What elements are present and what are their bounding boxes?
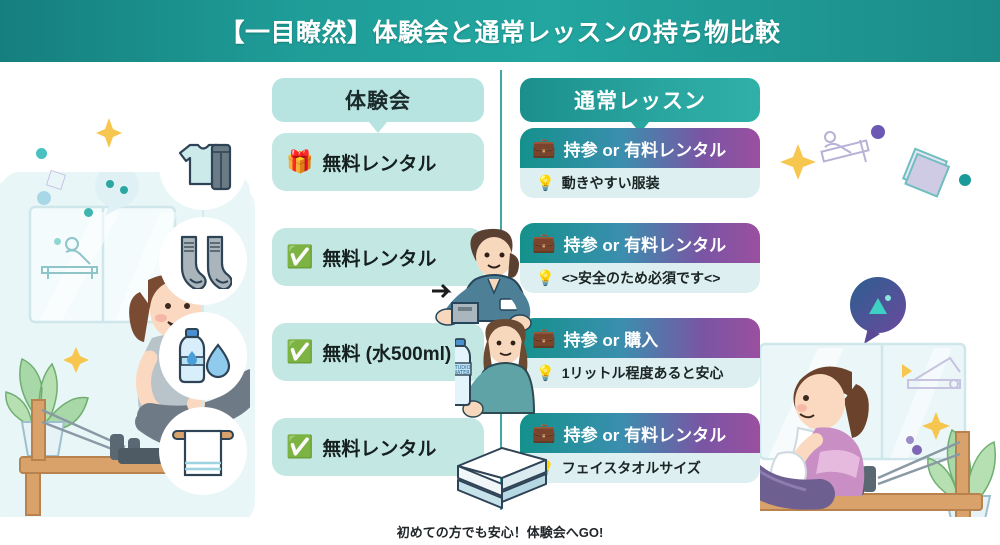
regular-row-2-main: 💼 持参 or 有料レンタル: [520, 223, 760, 263]
clothing-icon: [159, 122, 247, 210]
folded-towels-illustration: [452, 440, 552, 510]
regular-row-3-main: 💼 持参 or 購入: [520, 318, 760, 358]
regular-row-4: 💼 持参 or 有料レンタル 💡 フェイスタオルサイズ: [520, 413, 760, 483]
lightbulb-icon: 💡: [536, 364, 555, 382]
trial-row-3: ✅ 無料 (水500ml): [272, 323, 484, 381]
briefcase-icon: 💼: [532, 327, 556, 349]
briefcase-icon: 💼: [532, 137, 556, 159]
column-header-trial: 体験会: [272, 78, 484, 133]
regular-row-1-main: 💼 持参 or 有料レンタル: [520, 128, 760, 168]
socks-icon: [159, 217, 247, 305]
regular-row-2-label: 持参 or 有料レンタル: [563, 235, 727, 255]
regular-row-2-note: 💡 <>安全のため必須です<>: [520, 263, 760, 293]
trial-row-3-label: 無料 (水500ml): [322, 343, 452, 365]
regular-row-1-note: 💡 動きやすい服装: [520, 168, 760, 198]
column-header-regular-label: 通常レッスン: [574, 90, 706, 113]
dot-shape: [54, 238, 61, 245]
regular-row-3-note-label: 1リットル程度あると安心: [561, 365, 724, 381]
bottle-holder-illustration: STUDIO WATER: [455, 317, 560, 427]
column-header-regular: 通常レッスン: [520, 78, 760, 133]
regular-row-4-main: 💼 持参 or 有料レンタル: [520, 413, 760, 453]
regular-row-3: 💼 持参 or 購入 💡 1リットル程度あると安心: [520, 318, 760, 388]
check-icon: ✅: [286, 434, 314, 459]
svg-text:STUDIO: STUDIO: [455, 365, 471, 371]
trial-row-1-label: 無料レンタル: [322, 153, 437, 175]
regular-row-4-note-label: フェイスタオルサイズ: [561, 460, 701, 476]
regular-row-4-note: 💡 フェイスタオルサイズ: [520, 453, 760, 483]
trial-row-2-label: 無料レンタル: [322, 248, 437, 270]
towel-icon: [159, 407, 247, 495]
lightbulb-icon: 💡: [536, 174, 555, 192]
check-icon: ✅: [286, 244, 314, 269]
regular-row-2: 💼 持参 or 有料レンタル 💡 <>安全のため必須です<>: [520, 223, 760, 293]
lightbulb-icon: 💡: [536, 269, 555, 287]
trial-row-2: ✅ 無料レンタル: [272, 228, 484, 286]
regular-row-3-label: 持参 or 購入: [563, 330, 659, 350]
regular-row-1: 💼 持参 or 有料レンタル 💡 動きやすい服装: [520, 128, 760, 198]
page-title: 【一目瞭然】体験会と通常レッスンの持ち物比較: [219, 19, 781, 47]
regular-row-1-note-label: 動きやすい服装: [561, 175, 660, 191]
dot-shape: [36, 148, 47, 159]
comparison-board: 体験会 通常レッスン 🎁 無料レンタル 💼 持参 or 有料レンタル: [0, 62, 1000, 527]
trial-row-4-label: 無料レンタル: [322, 438, 437, 460]
svg-text:WATER: WATER: [455, 370, 470, 376]
trial-row-1: 🎁 無料レンタル: [272, 133, 484, 191]
regular-row-2-note-label: <>安全のため必須です<>: [561, 270, 721, 286]
regular-row-3-note: 💡 1リットル程度あると安心: [520, 358, 760, 388]
footer-bar: 初めての方でも安心！体験会へGO!: [0, 517, 1000, 545]
briefcase-icon: 💼: [532, 422, 556, 444]
header-banner: 【一目瞭然】体験会と通常レッスンの持ち物比較: [0, 0, 1000, 62]
trial-row-4: ✅ 無料レンタル: [272, 418, 484, 476]
sparkle-icon: [96, 118, 122, 148]
water-bottle-icon: [159, 312, 247, 400]
footer-text: 初めての方でも安心！体験会へGO!: [396, 524, 604, 540]
check-icon: ✅: [286, 339, 314, 364]
regular-row-4-label: 持参 or 有料レンタル: [563, 425, 727, 445]
dot-shape: [84, 208, 93, 217]
briefcase-icon: 💼: [532, 232, 556, 254]
right-illustration: [760, 122, 1000, 522]
regular-row-1-label: 持参 or 有料レンタル: [563, 140, 727, 160]
staff-illustration: [432, 227, 560, 337]
gift-icon: 🎁: [286, 149, 314, 174]
column-header-trial-label: 体験会: [345, 90, 411, 113]
